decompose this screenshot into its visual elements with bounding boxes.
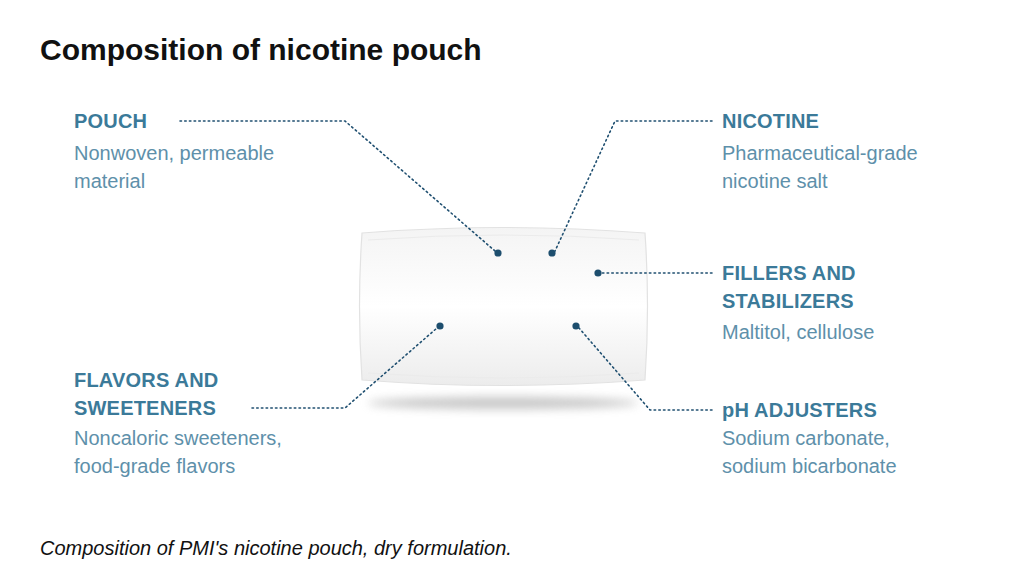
component-description: Sodium carbonate, sodium bicarbonate — [722, 424, 940, 480]
callout-dot — [548, 249, 555, 256]
callout-dot — [572, 322, 579, 329]
leader-line — [180, 121, 495, 251]
pouch-shadow — [368, 397, 638, 409]
component-heading: FLAVORS AND SWEETENERS — [74, 366, 274, 422]
component-heading: FILLERS AND STABILIZERS — [722, 259, 922, 315]
leader-line — [579, 328, 712, 410]
pouch-seam — [368, 235, 639, 240]
leader-line — [601, 272, 712, 274]
component-description: Nonwoven, permeable material — [74, 139, 306, 195]
diagram-title: Composition of nicotine pouch — [40, 32, 482, 68]
component-description: Pharmaceutical-grade nicotine salt — [722, 139, 940, 195]
component-heading: pH ADJUSTERS — [722, 396, 942, 424]
leader-line — [555, 121, 712, 251]
figure-caption: Composition of PMI's nicotine pouch, dry… — [40, 534, 512, 562]
pouch-seam — [368, 373, 639, 378]
pouch-body — [360, 228, 648, 386]
leader-line — [252, 328, 437, 408]
callout-dot — [594, 269, 601, 276]
component-description: Noncaloric sweeteners, food-grade flavor… — [74, 424, 306, 480]
component-heading: NICOTINE — [722, 107, 942, 135]
component-description: Maltitol, cellulose — [722, 318, 940, 346]
component-heading: POUCH — [74, 107, 294, 135]
callout-dot — [436, 322, 443, 329]
callout-dot — [494, 249, 501, 256]
